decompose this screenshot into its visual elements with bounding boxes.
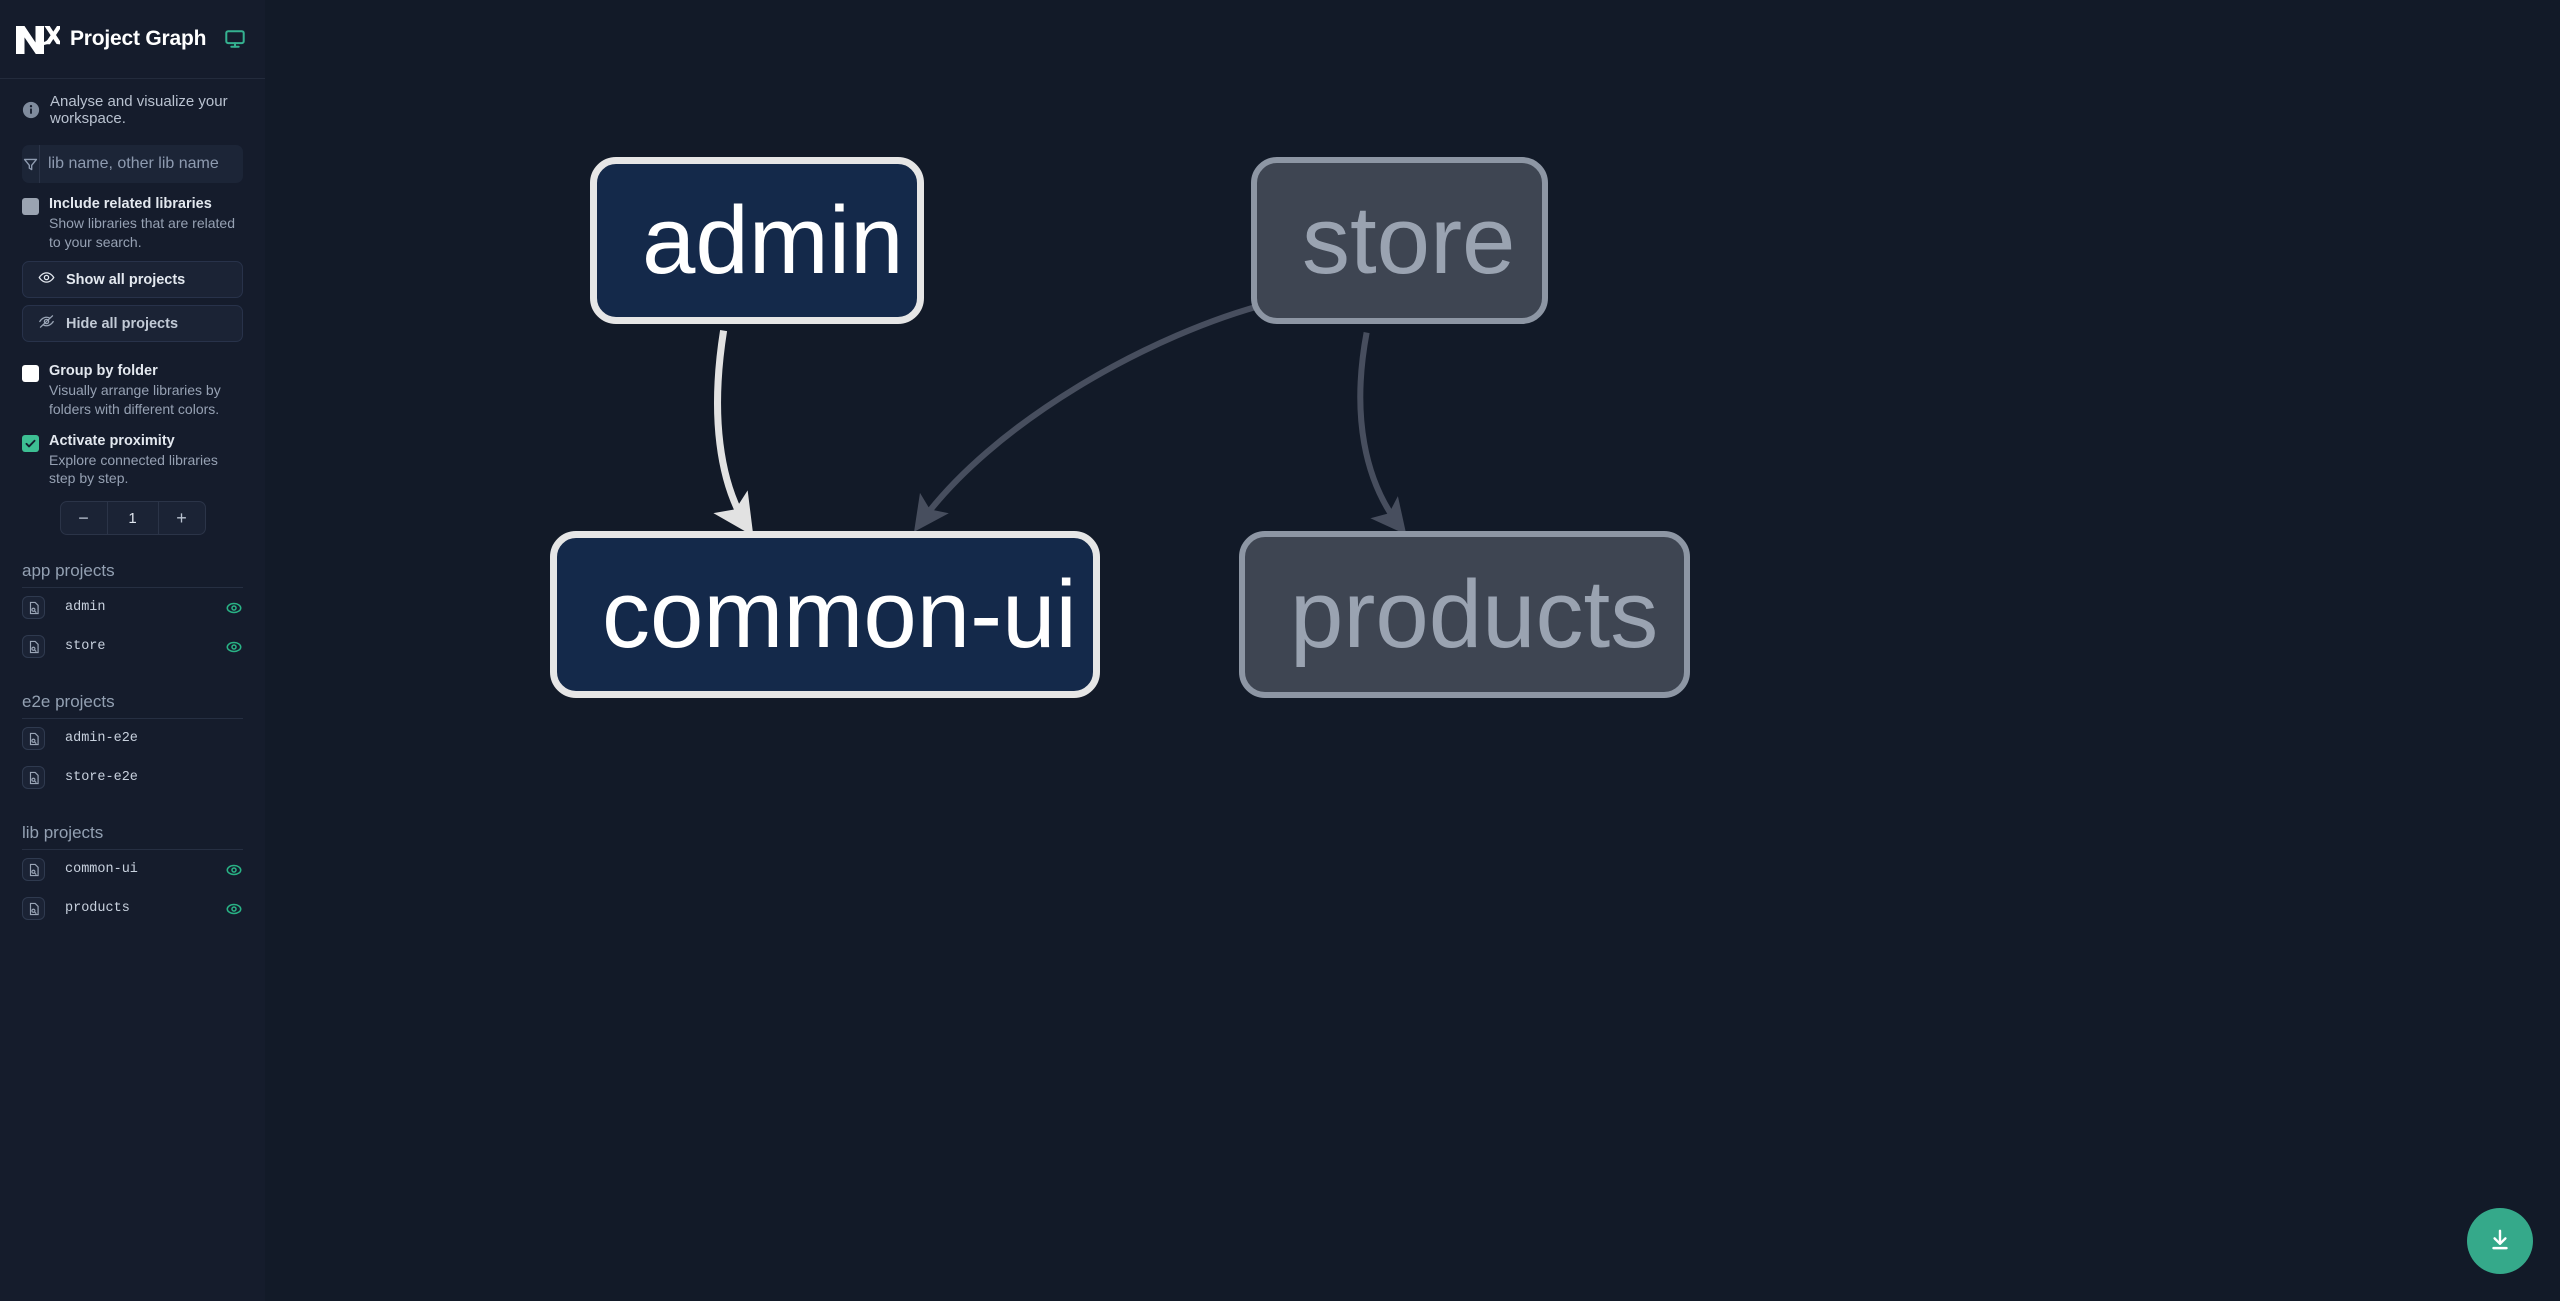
info-icon: [22, 101, 40, 119]
show-all-projects-label: Show all projects: [66, 271, 186, 288]
activate-proximity-label: Activate proximity: [49, 432, 175, 449]
nx-logo-icon: [14, 20, 63, 58]
project-label: products: [65, 901, 130, 917]
eye-icon: [38, 269, 55, 290]
hide-all-projects-label: Hide all projects: [66, 315, 179, 332]
file-icon: [22, 766, 45, 790]
download-icon: [2487, 1227, 2513, 1256]
graph-node-admin[interactable]: admin: [590, 157, 924, 324]
filter-funnel-icon: [22, 145, 40, 183]
file-icon: [22, 858, 45, 882]
project-label: admin-e2e: [65, 731, 138, 747]
option-group-by-folder[interactable]: Group by folder Visually arrange librari…: [0, 342, 265, 418]
project-row-admin[interactable]: admin: [22, 588, 243, 627]
include-related-libraries-description: Show libraries that are related to your …: [49, 215, 235, 250]
proximity-decrement-button[interactable]: −: [61, 502, 107, 534]
project-label: common-ui: [65, 862, 138, 878]
group-by-folder-checkbox[interactable]: [22, 365, 39, 383]
sidebar-header: Project Graph: [0, 0, 265, 79]
sidebar-description-text: Analyse and visualize your workspace.: [50, 93, 228, 127]
file-icon: [22, 897, 45, 921]
project-label: store: [65, 639, 106, 655]
include-related-libraries-checkbox[interactable]: [22, 198, 39, 215]
project-row-store[interactable]: store: [22, 627, 243, 666]
include-related-libraries-label: Include related libraries: [49, 196, 212, 212]
graph-node-store[interactable]: store: [1251, 157, 1548, 324]
group-by-folder-description: Visually arrange libraries by folders wi…: [49, 382, 221, 418]
hide-all-projects-button[interactable]: Hide all projects: [22, 305, 243, 343]
proximity-stepper: − 1 +: [0, 488, 265, 536]
graph-node-products[interactable]: products: [1239, 531, 1690, 698]
download-image-button[interactable]: [2467, 1208, 2533, 1274]
sidebar: Project Graph Analyse and visualize your…: [0, 0, 265, 1301]
project-label: store-e2e: [65, 770, 138, 786]
graph-node-label: admin: [642, 186, 904, 294]
monitor-icon[interactable]: [224, 28, 246, 50]
project-visibility-eye-icon[interactable]: [225, 638, 243, 656]
group-title-lib-projects: lib projects: [22, 797, 243, 851]
filter-box[interactable]: [22, 145, 243, 183]
option-include-related-libraries[interactable]: Include related libraries Show libraries…: [0, 183, 265, 251]
graph-node-label: products: [1290, 560, 1659, 668]
option-activate-proximity[interactable]: Activate proximity Explore connected lib…: [0, 419, 265, 488]
graph-node-common-ui[interactable]: common-ui: [550, 531, 1100, 698]
project-row-store-e2e[interactable]: store-e2e: [22, 758, 243, 797]
project-label: admin: [65, 600, 106, 616]
show-all-projects-button[interactable]: Show all projects: [22, 261, 243, 299]
group-title-app-projects: app projects: [22, 535, 243, 589]
project-visibility-eye-icon[interactable]: [225, 861, 243, 879]
eye-off-icon: [38, 313, 55, 334]
search-input[interactable]: [40, 145, 243, 183]
activate-proximity-description: Explore connected libraries step by step…: [49, 451, 218, 487]
graph-canvas[interactable]: admin store common-ui products: [265, 0, 2560, 1301]
proximity-value: 1: [106, 502, 159, 535]
visibility-buttons: Show all projects Hide all projects: [0, 251, 265, 343]
project-groups: app projects admin: [0, 535, 265, 928]
page-title: Project Graph: [70, 27, 207, 50]
graph-node-label: common-ui: [602, 560, 1077, 668]
edge-admin-to-common-ui: [713, 330, 754, 537]
graph-edges: [713, 299, 1407, 537]
project-row-common-ui[interactable]: common-ui: [22, 850, 243, 889]
project-row-admin-e2e[interactable]: admin-e2e: [22, 719, 243, 758]
proximity-increment-button[interactable]: +: [159, 502, 205, 534]
sidebar-description: Analyse and visualize your workspace.: [0, 79, 265, 139]
group-title-e2e-projects: e2e projects: [22, 666, 243, 720]
file-icon: [22, 596, 45, 620]
filter-row: [0, 139, 265, 183]
edge-store-to-products: [1357, 332, 1407, 535]
group-by-folder-label: Group by folder: [49, 363, 158, 380]
file-icon: [22, 727, 45, 751]
project-row-products[interactable]: products: [22, 889, 243, 928]
project-visibility-eye-icon[interactable]: [225, 900, 243, 918]
file-icon: [22, 635, 45, 659]
edge-store-to-common-ui: [914, 299, 1274, 532]
graph-node-label: store: [1302, 186, 1516, 294]
activate-proximity-checkbox[interactable]: [22, 434, 39, 452]
project-visibility-eye-icon[interactable]: [225, 599, 243, 617]
